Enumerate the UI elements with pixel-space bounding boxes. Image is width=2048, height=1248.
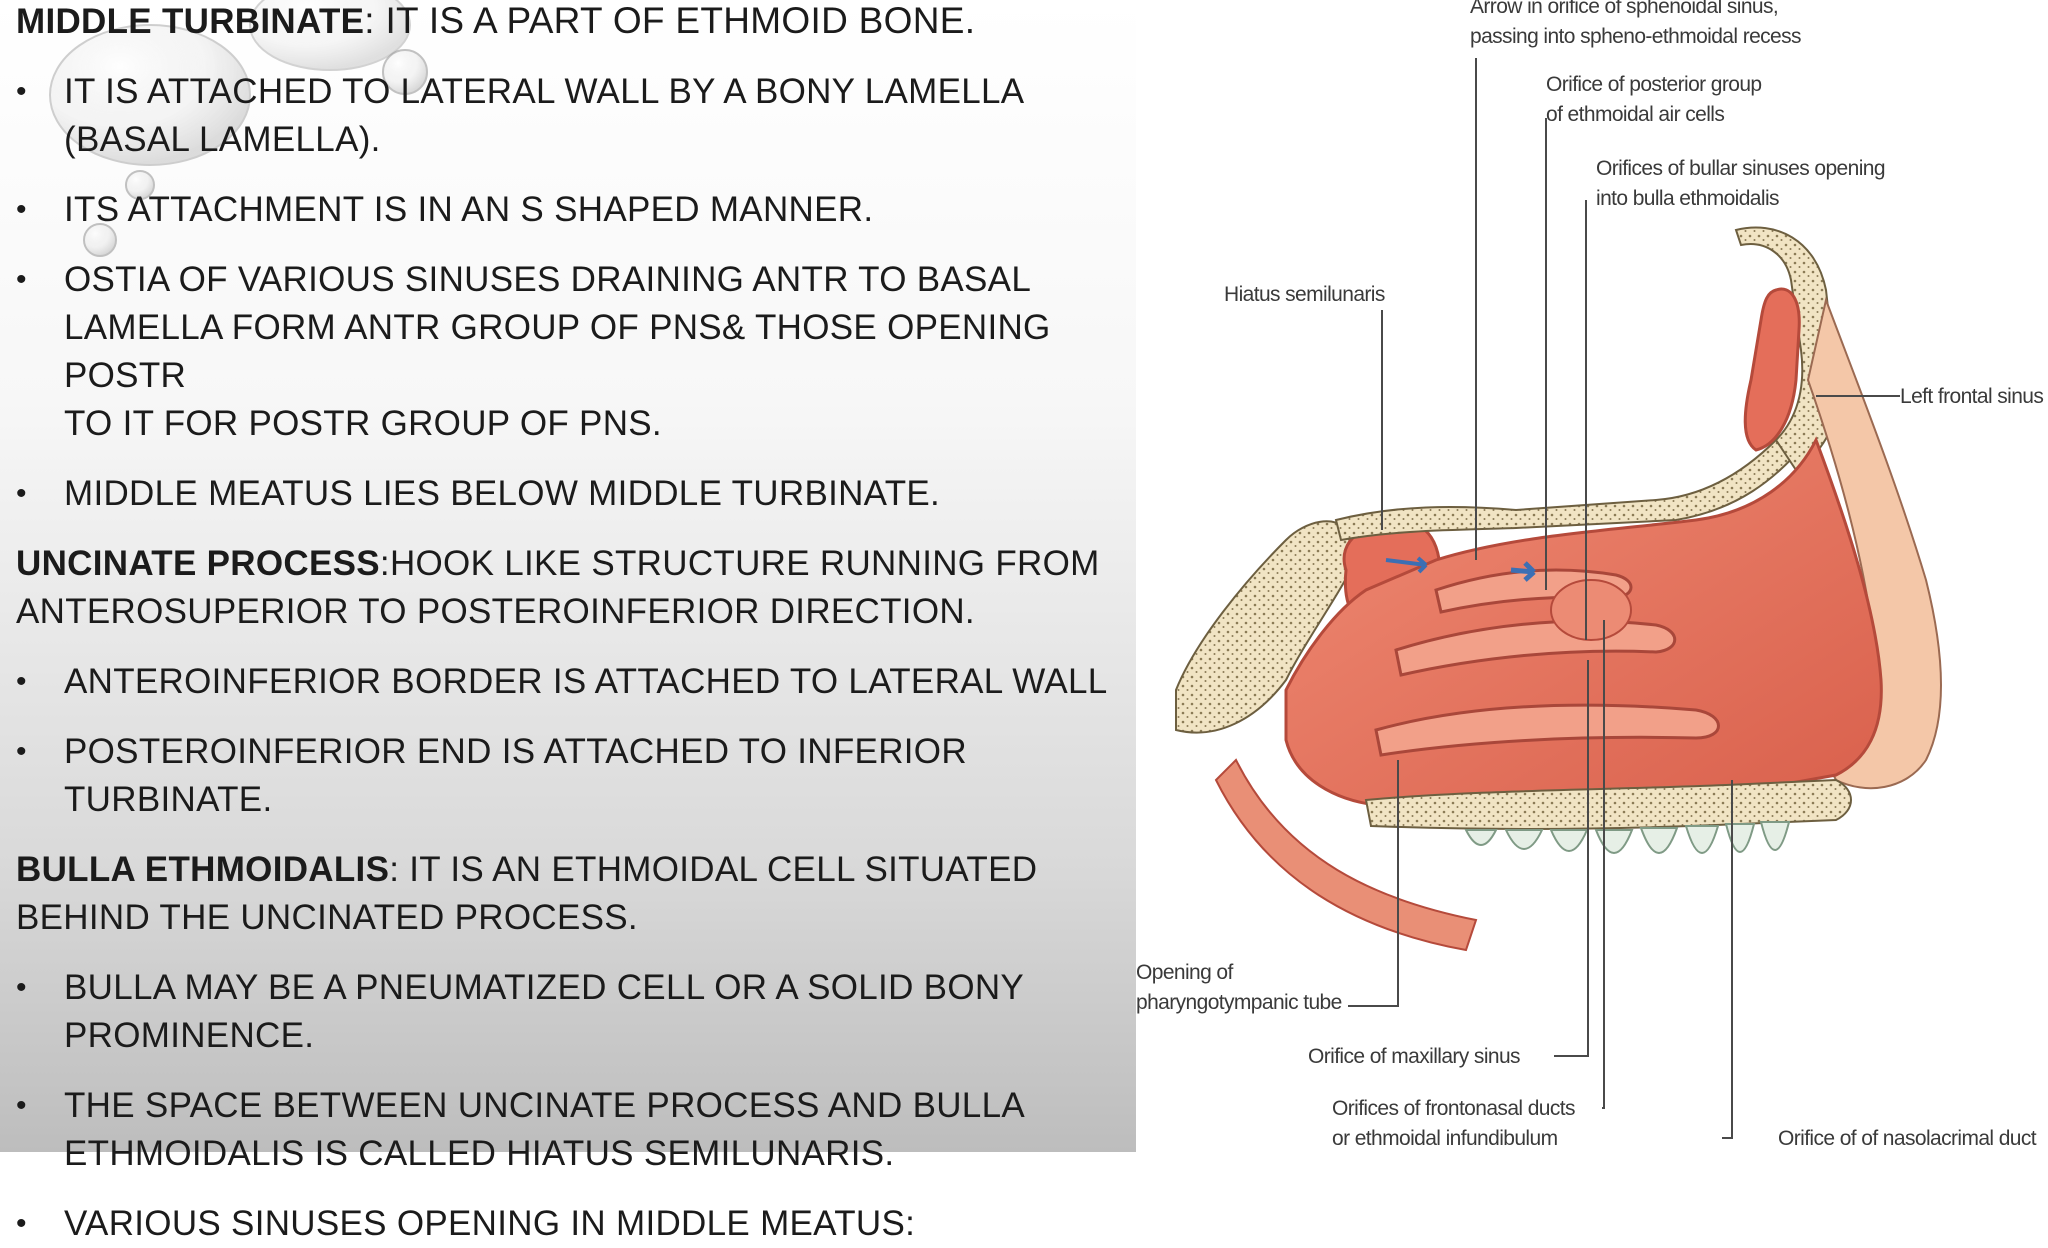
- label-nasolacrimal: Orifice of of nasolacrimal duct: [1778, 1127, 2037, 1150]
- heading-rest-line2: ANTEROSUPERIOR TO POSTEROINFERIOR DIRECT…: [16, 592, 975, 631]
- bullet-ostia: OSTIA OF VARIOUS SINUSES DRAINING ANTR T…: [16, 256, 1166, 448]
- label-line: passing into spheno-ethmoidal recess: [1470, 25, 1802, 48]
- teeth: [1464, 821, 1791, 854]
- bullet-basal-lamella: IT IS ATTACHED TO LATERAL WALL BY A BONY…: [16, 68, 1166, 164]
- bullet-posteroinferior: POSTEROINFERIOR END IS ATTACHED TO INFER…: [16, 728, 1166, 824]
- label-line: Orifices of bullar sinuses opening: [1596, 157, 1886, 180]
- bullet-line: TO IT FOR POSTR GROUP OF PNS.: [64, 404, 662, 443]
- bullet-line: ANTEROINFERIOR BORDER IS ATTACHED TO LAT…: [64, 662, 1108, 701]
- label-line: Opening of: [1136, 961, 1233, 984]
- label-line: Arrow in orifice of sphenoidal sinus,: [1470, 0, 1779, 18]
- leader-lines: [1348, 58, 1900, 1139]
- heading-rest-line2: BEHIND THE UNCINATED PROCESS.: [16, 898, 638, 937]
- heading-rest: : IT IS A PART OF ETHMOID BONE.: [364, 0, 976, 41]
- label-hiatus: Hiatus semilunaris: [1224, 283, 1385, 306]
- bullet-line: VARIOUS SINUSES OPENING IN MIDDLE MEATUS…: [64, 1204, 916, 1243]
- bullet-line: POSTEROINFERIOR END IS ATTACHED TO INFER…: [64, 732, 967, 819]
- bullet-line: ETHMOIDALIS IS CALLED HIATUS SEMILUNARIS…: [64, 1134, 895, 1173]
- heading-rest: : IT IS AN ETHMOIDAL CELL SITUATED: [389, 850, 1038, 889]
- heading-middle-turbinate: MIDDLE TURBINATE: IT IS A PART OF ETHMOI…: [16, 0, 1166, 46]
- label-bullar-sinuses: Orifices of bullar sinuses opening into …: [1596, 154, 1886, 214]
- heading-rest: :HOOK LIKE STRUCTURE RUNNING FROM: [379, 544, 1100, 583]
- label-line: of ethmoidal air cells: [1546, 103, 1725, 126]
- label-line: Orifice of posterior group: [1546, 73, 1762, 96]
- nasal-lateral-wall-illustration: [1175, 58, 1942, 1139]
- heading-bold: UNCINATE PROCESS: [16, 544, 380, 583]
- bullet-line: ITS ATTACHMENT IS IN AN S SHAPED MANNER.: [64, 190, 874, 229]
- bullet-line: BULLA MAY BE A PNEUMATIZED CELL OR A SOL…: [64, 968, 1025, 1007]
- heading-bold: BULLA ETHMOIDALIS: [16, 850, 390, 889]
- label-pharyngotympanic: Opening of pharyngotympanic tube: [1136, 958, 1342, 1018]
- bullet-line: IT IS ATTACHED TO LATERAL WALL BY A BONY…: [64, 72, 1025, 111]
- heading-bold: MIDDLE TURBINATE: [16, 2, 365, 41]
- label-line: or ethmoidal infundibulum: [1332, 1127, 1558, 1150]
- label-frontal-sinus: Left frontal sinus: [1900, 385, 2044, 408]
- text-column: MIDDLE TURBINATE: IT IS A PART OF ETHMOI…: [16, 0, 1166, 1248]
- anatomy-figure: Arrow in orifice of sphenoidal sinus, pa…: [1136, 0, 2048, 1152]
- bullet-line: PROMINENCE.: [64, 1016, 315, 1055]
- bullet-pneumatized: BULLA MAY BE A PNEUMATIZED CELL OR A SOL…: [16, 964, 1166, 1060]
- heading-uncinate-process: UNCINATE PROCESS:HOOK LIKE STRUCTURE RUN…: [16, 540, 1166, 636]
- label-maxillary: Orifice of maxillary sinus: [1308, 1045, 1521, 1068]
- bullet-line: MIDDLE MEATUS LIES BELOW MIDDLE TURBINAT…: [64, 474, 941, 513]
- label-line: pharyngotympanic tube: [1136, 991, 1342, 1014]
- bullet-line: THE SPACE BETWEEN UNCINATE PROCESS AND B…: [64, 1086, 1025, 1125]
- label-frontonasal: Orifices of frontonasal ducts or ethmoid…: [1332, 1094, 1575, 1154]
- bullet-line: LAMELLA FORM ANTR GROUP OF PNS& THOSE OP…: [64, 308, 1051, 395]
- label-posterior-ethmoid: Orifice of posterior group of ethmoidal …: [1546, 70, 1762, 130]
- label-arrow-sphenoid: Arrow in orifice of sphenoidal sinus, pa…: [1470, 0, 1802, 52]
- label-line: Orifices of frontonasal ducts: [1332, 1097, 1575, 1120]
- bullet-s-shaped: ITS ATTACHMENT IS IN AN S SHAPED MANNER.: [16, 186, 1166, 234]
- bullet-hiatus: THE SPACE BETWEEN UNCINATE PROCESS AND B…: [16, 1082, 1166, 1178]
- bullet-middle-meatus: MIDDLE MEATUS LIES BELOW MIDDLE TURBINAT…: [16, 470, 1166, 518]
- bullet-sinuses-opening: VARIOUS SINUSES OPENING IN MIDDLE MEATUS…: [16, 1200, 1166, 1248]
- heading-bulla-ethmoidalis: BULLA ETHMOIDALIS: IT IS AN ETHMOIDAL CE…: [16, 846, 1166, 942]
- bullet-line: OSTIA OF VARIOUS SINUSES DRAINING ANTR T…: [64, 260, 1032, 299]
- label-line: into bulla ethmoidalis: [1596, 187, 1780, 210]
- bullet-anteroinferior: ANTEROINFERIOR BORDER IS ATTACHED TO LAT…: [16, 658, 1166, 706]
- bullet-line: (BASAL LAMELLA).: [64, 120, 381, 159]
